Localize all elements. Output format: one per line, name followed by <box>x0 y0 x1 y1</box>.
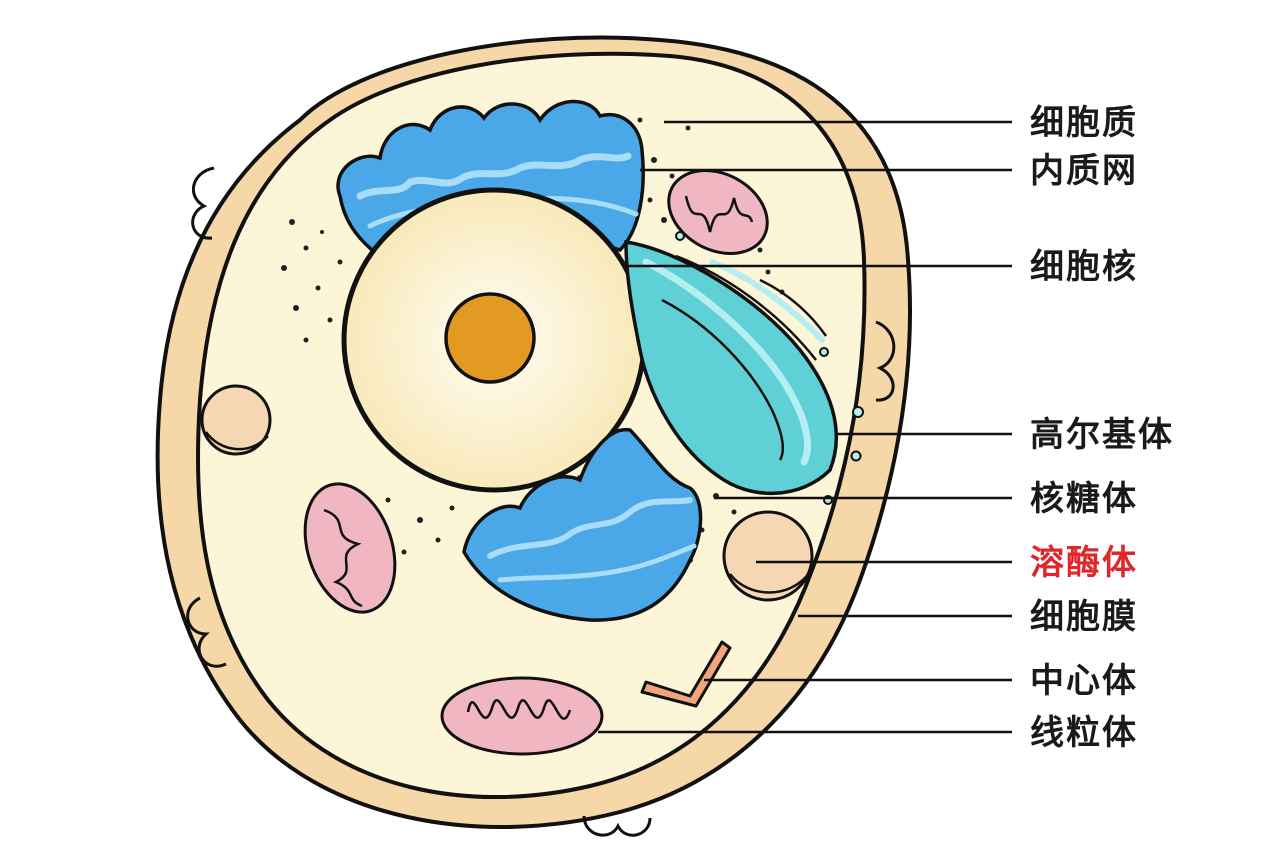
leader-lines <box>598 120 1012 734</box>
nucleus-shape <box>341 187 647 493</box>
label-nucleus: 细胞核 <box>1030 247 1138 287</box>
mitochondrion-top-right <box>667 169 769 255</box>
label-group: 细胞质 内质网 细胞核 高尔基体 核糖体 溶酶体 细胞膜 中心体 线粒体 <box>1030 103 1174 753</box>
label-cytoplasm: 细胞质 <box>1030 103 1138 143</box>
label-centrosome: 中心体 <box>1030 661 1138 701</box>
golgi-apparatus-shape <box>624 231 864 505</box>
endoplasmic-reticulum-bottom <box>462 427 703 622</box>
label-ribosome: 核糖体 <box>1030 479 1138 519</box>
ribosome-dots <box>281 117 785 563</box>
lysosome-right <box>722 510 814 602</box>
label-golgi: 高尔基体 <box>1030 415 1174 455</box>
lysosome-left <box>200 384 272 456</box>
label-endoplasmic-reticulum: 内质网 <box>1030 151 1138 191</box>
centrosome-shape <box>640 640 732 708</box>
label-mitochondria: 线粒体 <box>1030 713 1138 753</box>
mitochondrion-left <box>303 482 397 614</box>
mitochondrion-bottom <box>440 676 604 756</box>
nucleolus-shape <box>444 292 536 384</box>
label-lysosome: 溶酶体 <box>1030 543 1138 583</box>
label-cell-membrane: 细胞膜 <box>1030 597 1138 637</box>
